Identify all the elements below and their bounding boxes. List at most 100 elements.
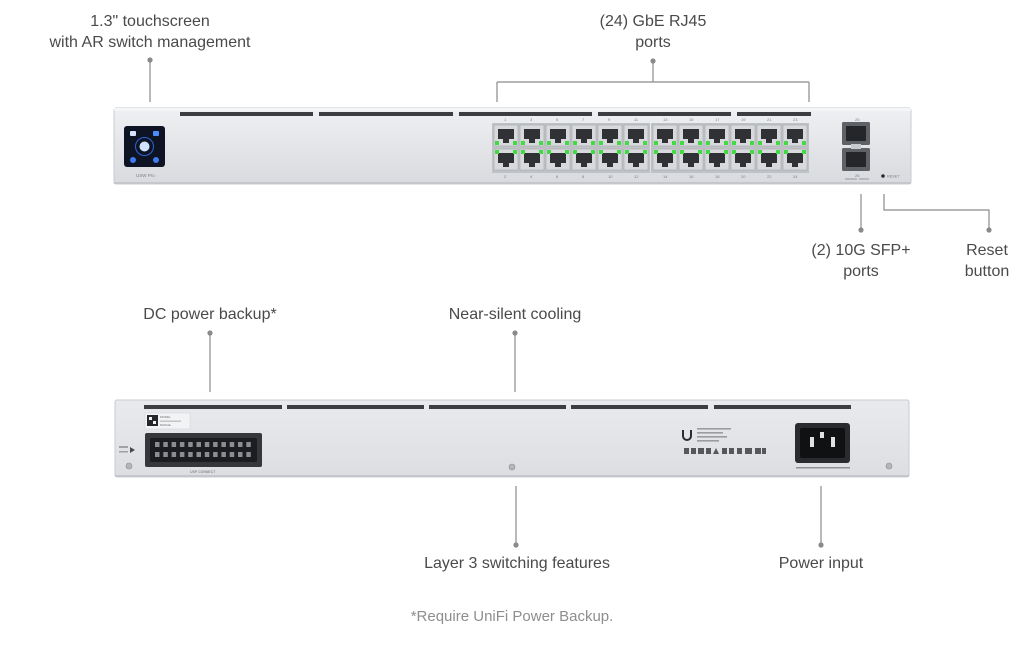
rj45-port: [493, 148, 519, 171]
rj45-port: [571, 124, 597, 147]
rj45-port: [704, 124, 730, 147]
dc-pin: [188, 442, 193, 447]
rj45-port: [730, 124, 756, 147]
dc-power-connector: USP CONNECT: [145, 433, 262, 474]
port-number-top: 5: [556, 117, 559, 122]
callout-power-input: Power input: [778, 555, 864, 572]
dc-pin: [246, 452, 251, 457]
dc-pin: [179, 442, 185, 447]
touchscreen-display: [124, 126, 165, 167]
power-inlet: [795, 423, 850, 469]
touchscreen-icon-topleft: [130, 131, 136, 136]
dc-pin: [213, 442, 218, 447]
rj45-port: [782, 148, 808, 171]
dc-pin: [246, 442, 251, 447]
svg-text:26: 26: [855, 173, 860, 178]
port-number-top: 9: [608, 117, 611, 122]
port-number-bottom: 8: [582, 174, 585, 179]
dc-pin: [238, 442, 243, 447]
callout-near-silent-cooling: Near-silent cooling: [448, 306, 582, 323]
callout-reset-button: Reset button: [964, 242, 1010, 280]
rj45-port: [623, 124, 649, 147]
leader-dot-power-input: [818, 542, 824, 548]
rj45-port: [519, 124, 545, 147]
arrow-icon: [130, 447, 135, 453]
rj45-port: [756, 124, 782, 147]
rj45-port: [597, 124, 623, 147]
dc-pin: [171, 442, 177, 447]
leader-bracket-rj45: [496, 61, 810, 102]
dc-pin: [171, 452, 177, 457]
serial-sticker: MODEL xxxxxxxxxxxxxx RANGE: [144, 412, 191, 430]
touchscreen-icon-bottomleft: [130, 157, 136, 163]
port-number-bottom: 24: [793, 174, 798, 179]
port-number-top: 7: [582, 117, 585, 122]
qr-code: [147, 415, 158, 426]
sfp-cages: 25 26: [842, 117, 870, 180]
port-number-bottom: 4: [530, 174, 533, 179]
leader-dot-reset: [986, 227, 992, 233]
regulatory-text: [697, 428, 731, 442]
rj45-port: [782, 124, 808, 147]
rj45-port: [678, 148, 704, 171]
rj45-port: [597, 148, 623, 171]
callout-dc-power-backup: DC power backup*: [143, 306, 277, 323]
port-number-top: 23: [793, 117, 798, 122]
rear-screws: [125, 462, 893, 471]
dc-pin: [163, 452, 168, 457]
rj45-port: [493, 124, 519, 147]
dc-pin: [155, 452, 160, 457]
dc-pin: [179, 452, 185, 457]
port-number-top: 13: [663, 117, 668, 122]
front-vents: [180, 112, 811, 116]
rj45-port: [623, 148, 649, 171]
dc-pin: [221, 452, 226, 457]
dc-pin: [163, 442, 168, 447]
screw-icon: [885, 462, 893, 470]
rj45-port: [545, 124, 571, 147]
dc-pin: [229, 442, 235, 447]
screw-icon: [508, 463, 516, 471]
reset-button[interactable]: [881, 174, 885, 178]
rj45-port: [652, 124, 678, 147]
touchscreen-icon-bottomright: [153, 157, 159, 163]
dc-pin: [204, 452, 210, 457]
leader-dot-sfp: [858, 227, 864, 233]
dc-connector-label: USP CONNECT: [190, 470, 216, 474]
port-number-top: 11: [634, 117, 639, 122]
rj45-port: [545, 148, 571, 171]
callout-touchscreen: 1.3" touchscreen with AR switch manageme…: [49, 13, 251, 51]
leader-dot-touchscreen: [147, 57, 153, 63]
dc-pin: [204, 442, 210, 447]
rj45-port: [571, 148, 597, 171]
port-number-top: 1: [504, 117, 507, 122]
port-number-top: 21: [767, 117, 772, 122]
port-number-bottom: 14: [663, 174, 668, 179]
port-number-bottom: 12: [634, 174, 639, 179]
port-number-bottom: 2: [504, 174, 507, 179]
port-number-bottom: 18: [715, 174, 720, 179]
port-number-top: 15: [689, 117, 694, 122]
svg-text:RANGE: RANGE: [160, 423, 171, 427]
svg-text:xxxxxxxxxxxxxx: xxxxxxxxxxxxxx: [160, 419, 182, 423]
touchscreen-center-icon: [139, 141, 150, 152]
rj45-port: [704, 148, 730, 171]
screw-icon: [125, 462, 133, 470]
port-number-bottom: 10: [608, 174, 613, 179]
port-number-bottom: 20: [741, 174, 746, 179]
port-number-top: 3: [530, 117, 533, 122]
callout-rj45-ports: (24) GbE RJ45 ports: [599, 13, 707, 51]
rear-vents: [144, 405, 851, 409]
svg-text:25: 25: [855, 117, 860, 122]
port-number-bottom: 6: [556, 174, 559, 179]
leader-dot-cooling: [512, 330, 518, 336]
dc-pin: [238, 452, 243, 457]
dc-pin: [196, 452, 201, 457]
port-number-bottom: 16: [689, 174, 694, 179]
rj45-port: [730, 148, 756, 171]
dc-pin: [221, 442, 226, 447]
front-panel: USW Pro 12345678910111213141516171819202…: [113, 107, 912, 185]
dc-pin: [155, 442, 160, 447]
dc-pin: [213, 452, 218, 457]
